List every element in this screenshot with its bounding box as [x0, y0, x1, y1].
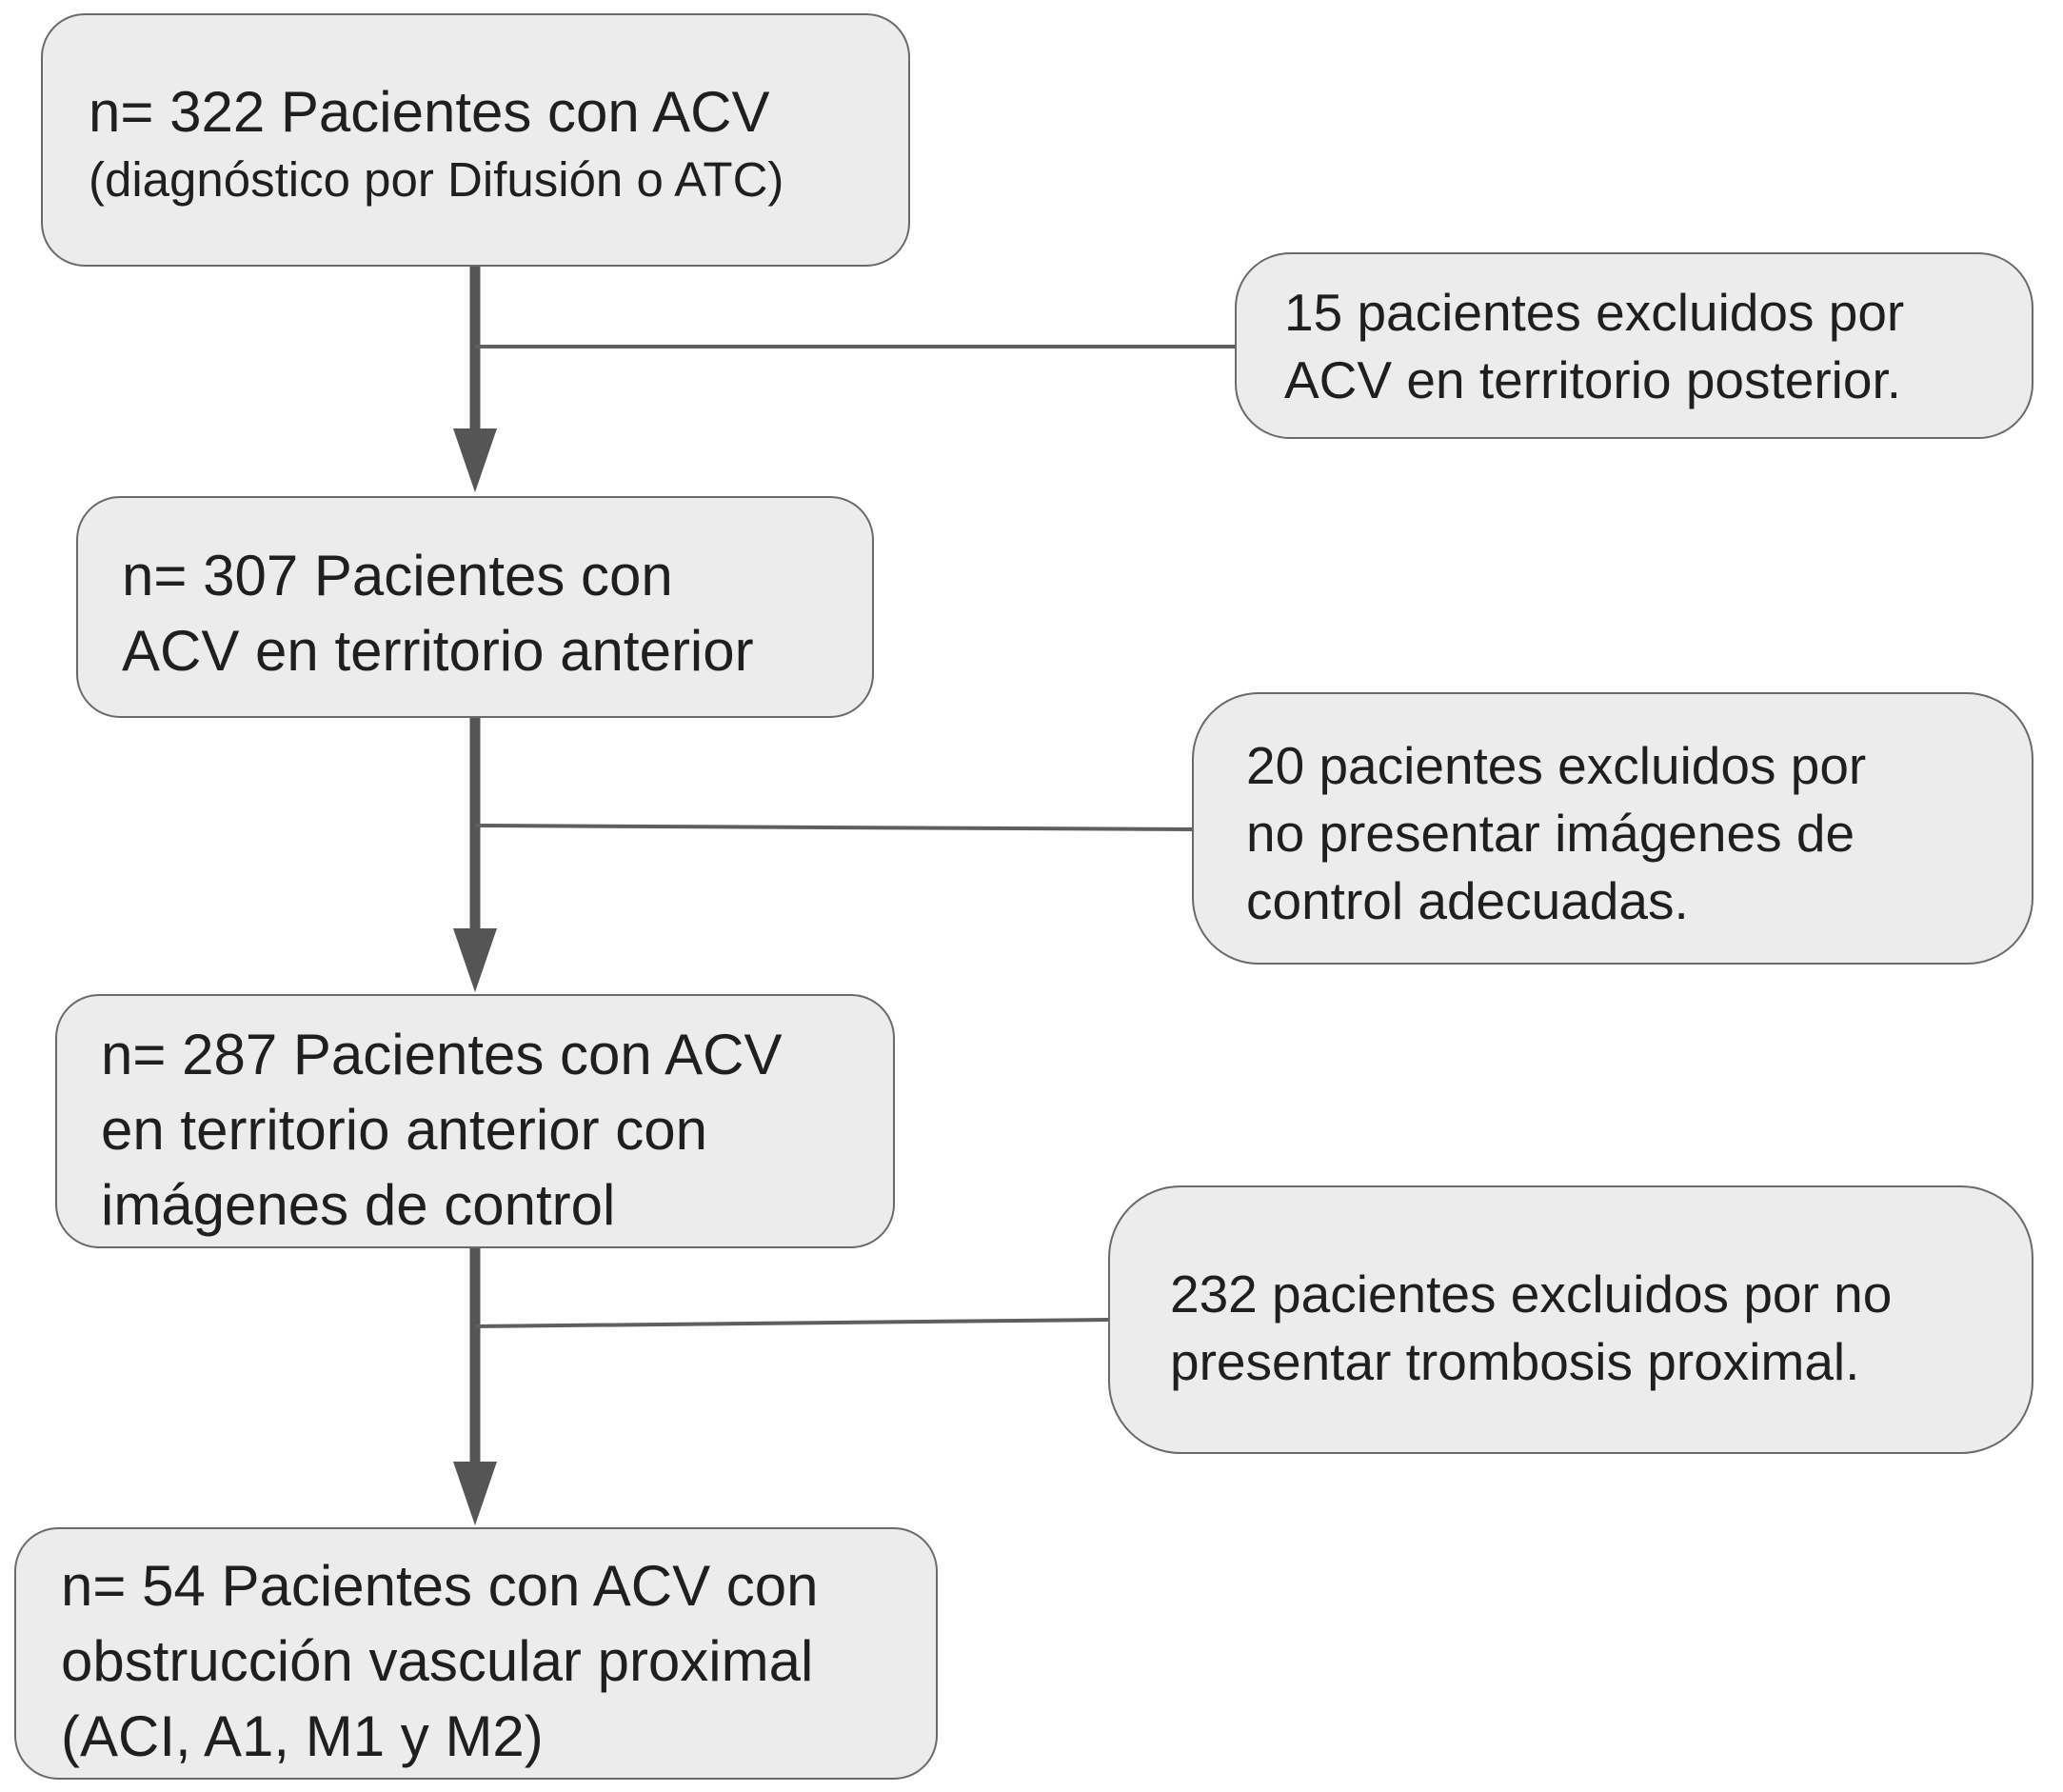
step-2-line-2: ACV en territorio anterior: [122, 619, 754, 683]
exclusion-3-line-2: presentar trombosis proximal.: [1170, 1332, 1860, 1391]
step-4-line-2: obstrucción vascular proximal: [61, 1629, 814, 1693]
step-4-line-1: n= 54 Pacientes con ACV con: [61, 1554, 819, 1618]
step-box-control-images: n= 287 Pacientes con ACV en territorio a…: [55, 994, 895, 1248]
exclusion-connector-3: [474, 1318, 1109, 1328]
step-box-final-cohort: n= 54 Pacientes con ACV con obstrucción …: [14, 1527, 938, 1780]
exclusion-box-no-proximal-thrombosis: 232 pacientes excluidos por no presentar…: [1108, 1185, 2033, 1454]
step-3-line-3: imágenes de control: [101, 1173, 616, 1237]
exclusion-2-line-1: 20 pacientes excluidos por: [1246, 736, 1867, 795]
exclusion-box-posterior-territory: 15 pacientes excluidos por ACV en territ…: [1235, 252, 2033, 439]
exclusion-2-line-3: control adecuadas.: [1246, 871, 1689, 930]
step-3-line-1: n= 287 Pacientes con ACV: [101, 1023, 783, 1086]
flow-arrow-1: [453, 267, 497, 492]
step-box-initial-cohort: n= 322 Pacientes con ACV (diagnóstico po…: [41, 13, 910, 267]
exclusion-3-line-1: 232 pacientes excluidos por no: [1170, 1264, 1893, 1324]
exclusion-connector-2: [474, 824, 1193, 831]
exclusion-1-line-1: 15 pacientes excluidos por: [1284, 283, 1905, 342]
step-2-line-1: n= 307 Pacientes con: [122, 544, 673, 607]
exclusion-1-line-2: ACV en territorio posterior.: [1284, 350, 1902, 409]
flow-arrow-2: [453, 718, 497, 992]
exclusion-box-no-control-images: 20 pacientes excluidos por no presentar …: [1192, 692, 2033, 965]
step-3-line-2: en territorio anterior con: [101, 1098, 707, 1162]
exclusion-2-line-2: no presentar imágenes de: [1246, 804, 1855, 863]
step-box-anterior-territory: n= 307 Pacientes con ACV en territorio a…: [76, 496, 874, 718]
step-1-subtitle: (diagnóstico por Difusión o ATC): [89, 152, 784, 207]
flow-arrow-3: [453, 1248, 497, 1525]
step-4-line-3: (ACI, A1, M1 y M2): [61, 1704, 544, 1768]
step-1-line-1: n= 322 Pacientes con ACV: [89, 80, 770, 144]
